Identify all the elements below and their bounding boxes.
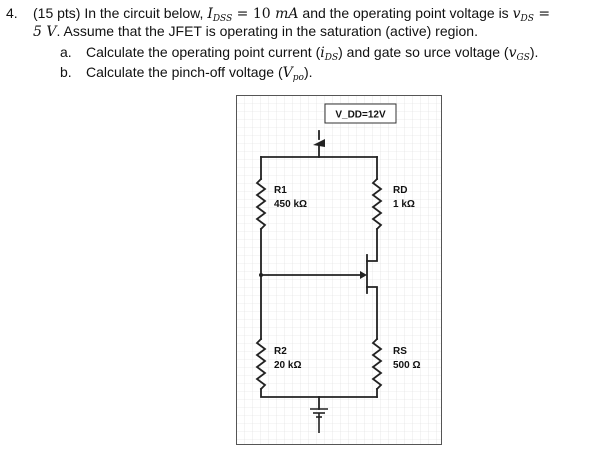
ma-unit: mA bbox=[275, 6, 299, 22]
problem-number: 4. bbox=[6, 5, 18, 21]
rd-resistor bbox=[371, 177, 383, 231]
part-a-marker: a. bbox=[60, 44, 72, 60]
supply-terminal-icon bbox=[313, 139, 325, 147]
source-wire bbox=[366, 286, 378, 340]
r1-resistor bbox=[255, 177, 267, 231]
ground-icon bbox=[310, 408, 328, 433]
rd-value: 1 kΩ bbox=[393, 199, 415, 210]
part-b-text: Calculate the pinch-off voltage (Vpo). bbox=[86, 64, 313, 83]
idss-symbol: IDSS bbox=[207, 6, 233, 24]
vgs-symbol: vGS bbox=[508, 45, 530, 63]
vpo-symbol: Vpo bbox=[282, 65, 304, 83]
rs-resistor bbox=[371, 337, 383, 391]
r2-resistor bbox=[255, 337, 267, 391]
rd-name: RD bbox=[393, 185, 407, 196]
rs-value: 500 Ω bbox=[393, 360, 420, 371]
ids-symbol: iDS bbox=[320, 45, 339, 63]
supply-label-box bbox=[324, 103, 397, 124]
part-a-text: Calculate the operating point current (i… bbox=[86, 44, 539, 63]
vds-equals: = bbox=[533, 6, 551, 22]
jfet-circuit-diagram: V_DD=12V R1 450 kΩ R2 20 kΩ RD 1 kΩ RS 5… bbox=[236, 95, 442, 445]
drain-wire bbox=[366, 228, 378, 262]
statement-intro: (15 pts) In the circuit below, bbox=[33, 5, 208, 21]
vds-value: 5 V bbox=[33, 24, 57, 40]
r2-value: 20 kΩ bbox=[274, 360, 301, 371]
part-b-marker: b. bbox=[60, 64, 72, 80]
statement-assumption: . Assume that the JFET is operating in t… bbox=[56, 23, 478, 39]
r2-name: R2 bbox=[274, 346, 287, 357]
rs-name: RS bbox=[393, 346, 407, 357]
supply-label: V_DD=12V bbox=[335, 110, 386, 121]
r1-value: 450 kΩ bbox=[274, 199, 307, 210]
jfet-gate-arrow-icon bbox=[360, 271, 367, 279]
idss-equals: = 10 bbox=[232, 6, 276, 22]
problem-statement-line-1: (15 pts) In the circuit below, IDSS = 10… bbox=[33, 4, 550, 28]
statement-mid: and the operating point voltage is bbox=[298, 5, 513, 21]
r1-name: R1 bbox=[274, 185, 287, 196]
bottom-rail bbox=[260, 388, 378, 398]
problem-statement-line-2: 5 V. Assume that the JFET is operating i… bbox=[33, 22, 478, 41]
gate-junction-dot bbox=[259, 273, 263, 277]
schematic-frame bbox=[236, 95, 442, 445]
vds-symbol: vDS bbox=[512, 6, 534, 24]
